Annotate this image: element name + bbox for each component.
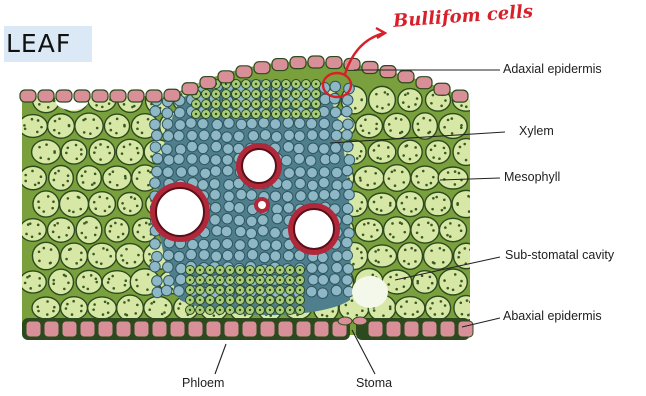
label-phloem: Phloem [182, 376, 224, 390]
page-title: LEAF [4, 26, 92, 62]
label-xylem: Xylem [519, 124, 554, 138]
label-mesophyll: Mesophyll [504, 170, 560, 184]
label-stoma: Stoma [356, 376, 392, 390]
label-abaxial: Abaxial epidermis [503, 309, 602, 323]
sub-stomatal-cavity [352, 276, 388, 308]
abaxial-epidermis [22, 317, 473, 340]
label-adaxial: Adaxial epidermis [503, 62, 602, 76]
label-substomatal: Sub-stomatal cavity [505, 248, 614, 262]
